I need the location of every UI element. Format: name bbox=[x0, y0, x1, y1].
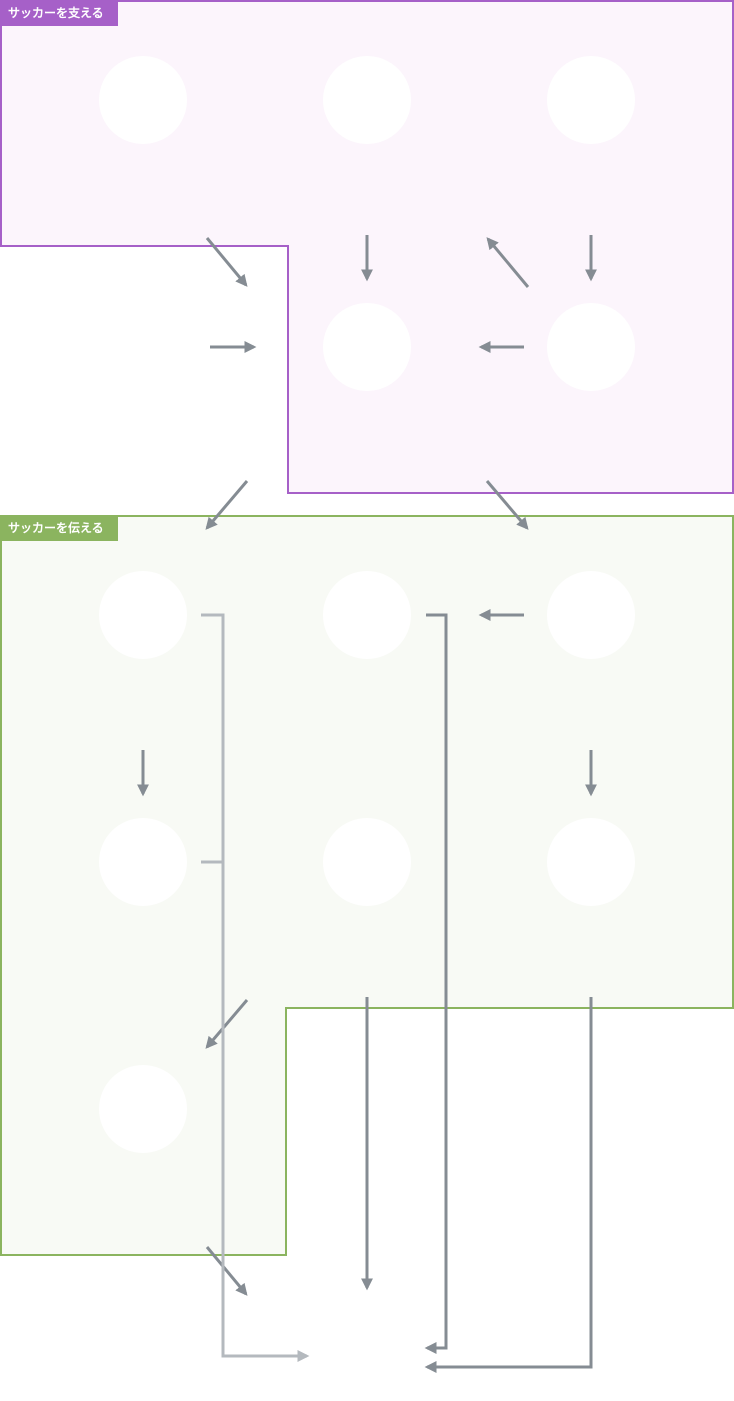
node bbox=[547, 56, 635, 144]
node bbox=[547, 303, 635, 391]
group-support-tag bbox=[0, 0, 118, 26]
arrows-light bbox=[201, 613, 310, 1362]
node bbox=[547, 571, 635, 659]
node bbox=[323, 818, 411, 906]
group-convey-tag bbox=[0, 516, 118, 541]
arrow bbox=[205, 999, 249, 1049]
node bbox=[99, 1065, 187, 1153]
node bbox=[323, 56, 411, 144]
nodes bbox=[99, 56, 635, 1153]
arrow bbox=[486, 237, 530, 288]
node bbox=[99, 56, 187, 144]
node bbox=[323, 571, 411, 659]
group-convey-label: サッカーを伝える bbox=[8, 520, 104, 535]
node bbox=[99, 571, 187, 659]
arrow bbox=[205, 1246, 248, 1296]
node bbox=[323, 303, 411, 391]
node bbox=[547, 818, 635, 906]
arrow bbox=[205, 480, 249, 530]
arrow bbox=[201, 613, 310, 1362]
node bbox=[99, 818, 187, 906]
group-support-label: サッカーを支える bbox=[8, 5, 104, 20]
arrow bbox=[485, 480, 529, 530]
arrow bbox=[424, 613, 448, 1354]
arrows bbox=[137, 235, 597, 1373]
arrow bbox=[205, 237, 248, 287]
arrow bbox=[424, 997, 593, 1373]
